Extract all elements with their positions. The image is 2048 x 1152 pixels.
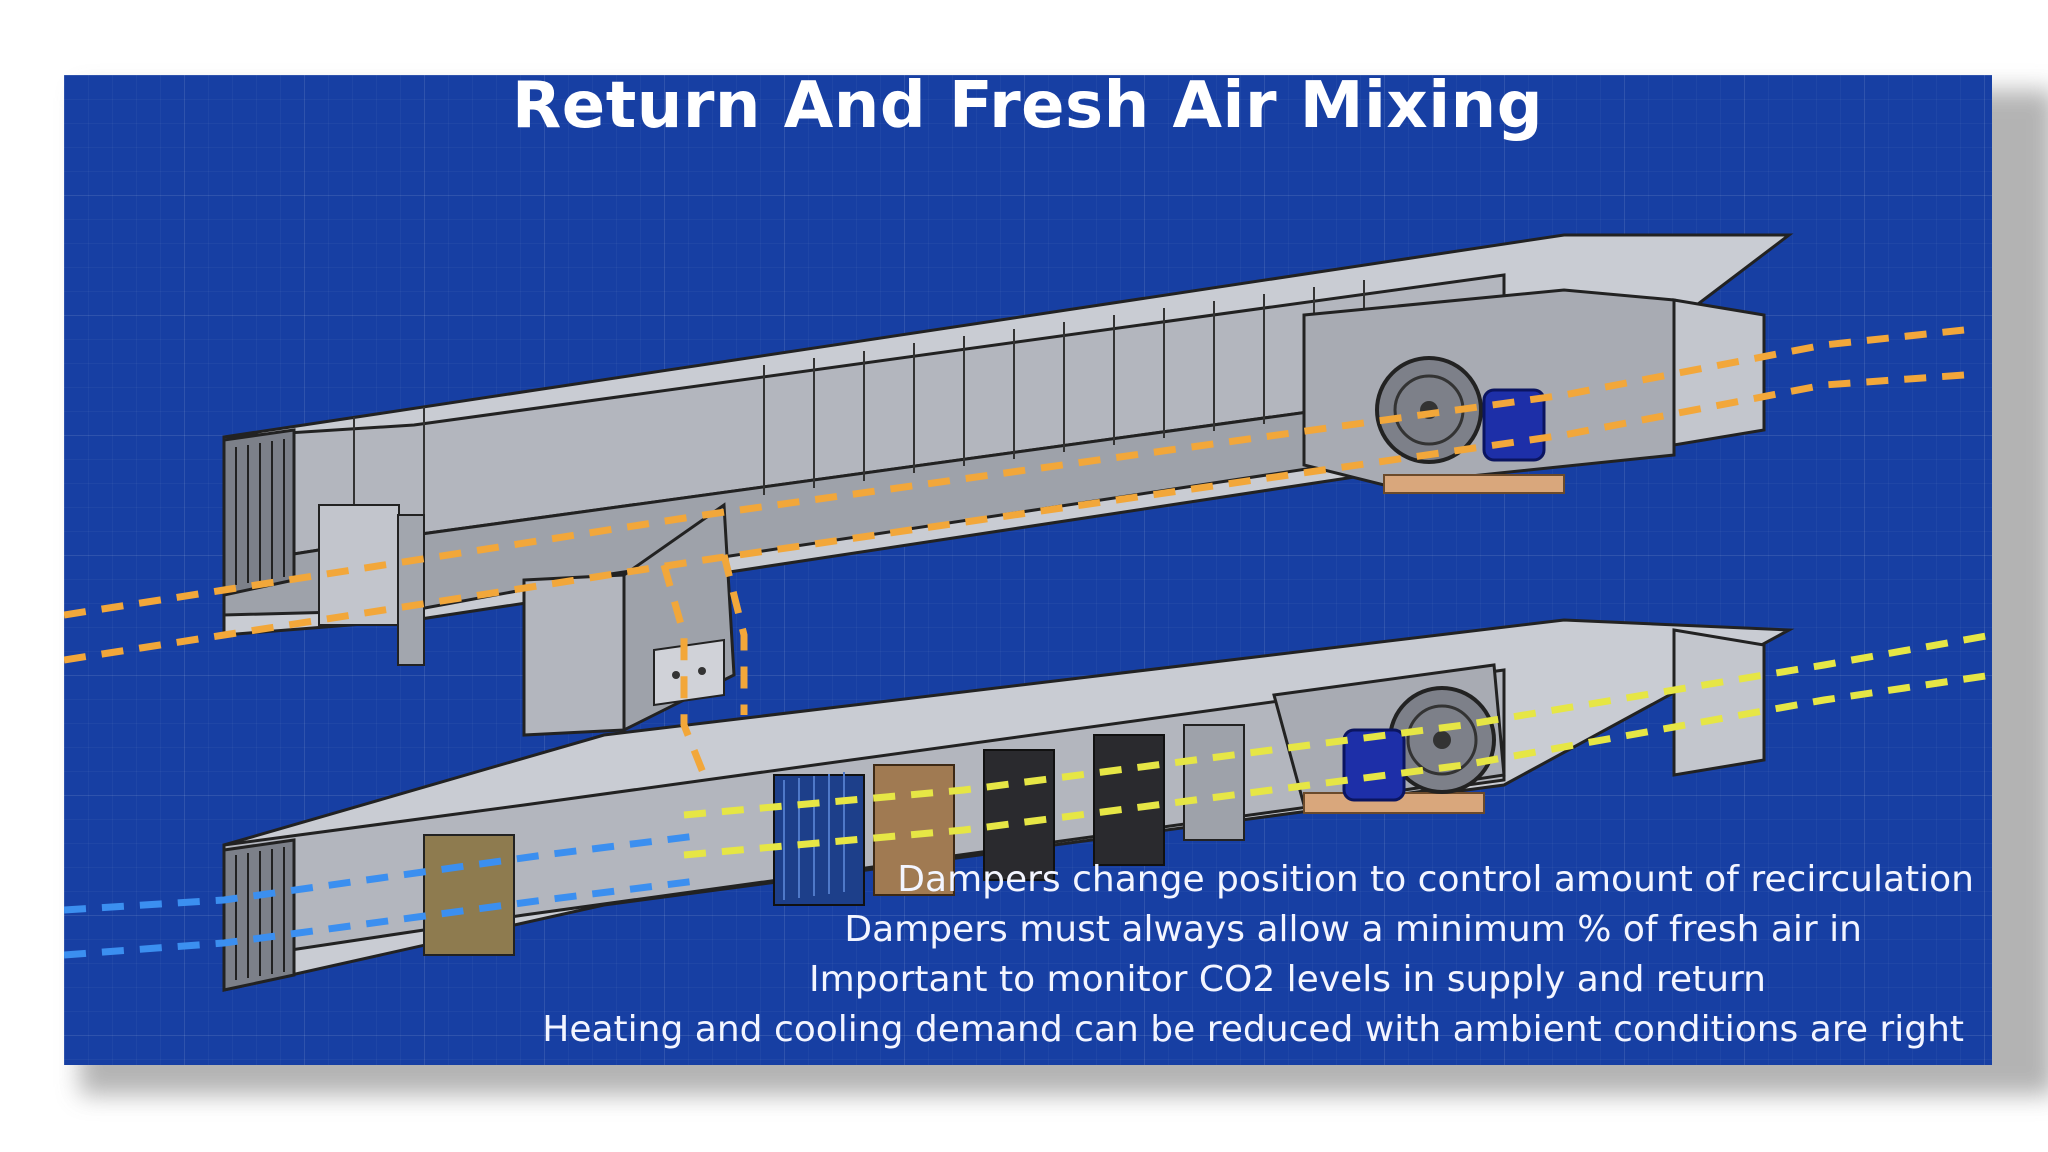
air-handling-unit-diagram <box>64 233 1992 992</box>
coil-icon <box>1093 734 1165 866</box>
return-duct <box>222 233 1794 666</box>
note-item: Dampers change position to control amoun… <box>897 859 1974 900</box>
note-item: Important to monitor CO2 levels in suppl… <box>809 959 1766 1000</box>
motor-icon <box>1342 728 1406 802</box>
note-item: Dampers must always allow a minimum % of… <box>844 909 1862 950</box>
slide: Return And Fresh Air Mixing Dampers chan… <box>64 75 1992 1065</box>
air-flow-lines <box>64 326 1992 959</box>
notes-list: Dampers change position to control amoun… <box>414 855 1974 1055</box>
page-title: Return And Fresh Air Mixing <box>512 75 1543 143</box>
damper-icon <box>653 638 725 707</box>
coil-icon <box>983 749 1055 881</box>
coil-icon <box>873 764 955 896</box>
note-item: Heating and cooling demand can be reduce… <box>542 1009 1964 1050</box>
